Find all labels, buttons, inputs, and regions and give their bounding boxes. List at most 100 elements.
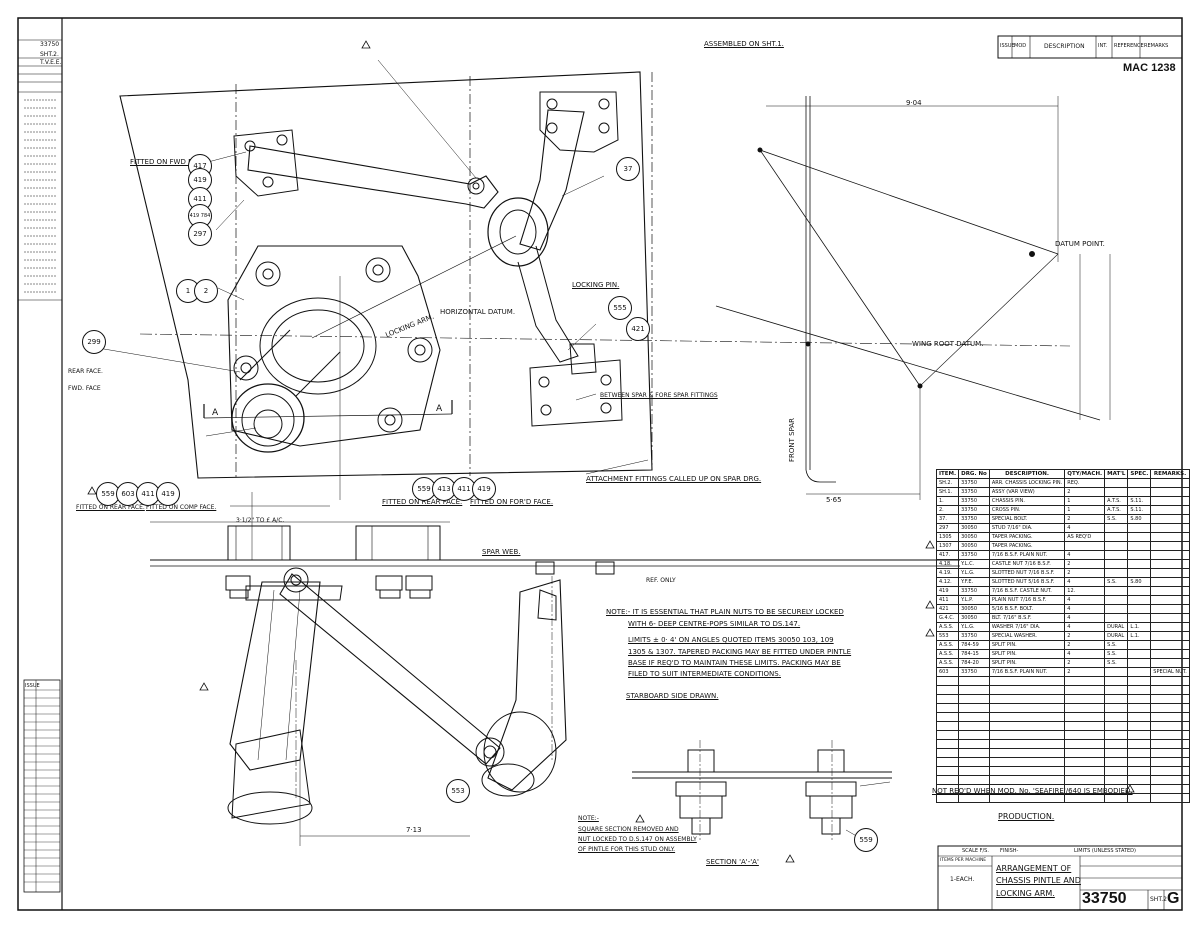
parts-cell: 421	[935, 604, 960, 614]
parts-cell: 4	[1064, 577, 1106, 587]
parts-cell: REQ.	[1064, 478, 1106, 488]
parts-cell-blank	[1104, 739, 1129, 749]
parts-cell-blank	[958, 730, 990, 740]
parts-cell: 30050	[958, 523, 990, 533]
balloon-297: 297	[188, 222, 212, 246]
tb-sheet: SHT.2	[1150, 896, 1167, 903]
parts-cell-blank	[988, 721, 1066, 731]
parts-cell	[1127, 550, 1152, 560]
parts-cell-blank	[988, 748, 1066, 758]
note-line-5: BASE IF REQ'D TO MAINTAIN THESE LIMITS. …	[628, 659, 841, 667]
parts-cell-blank	[1150, 712, 1190, 722]
parts-cell-blank	[1064, 748, 1106, 758]
parts-cell: 7/16 B.S.F. PLAIN NUT.	[988, 667, 1066, 677]
tb-scale: SCALE F/S.	[962, 848, 989, 854]
parts-cell-blank	[1104, 757, 1129, 767]
parts-cell: S.11.	[1127, 496, 1152, 506]
parts-row-blank	[935, 712, 1190, 722]
col-remarks: REMARKS.	[1150, 469, 1190, 479]
parts-cell: G.4.C.	[935, 613, 960, 623]
section-mark-right: A	[436, 404, 443, 414]
col-matl: MAT'L	[1104, 469, 1129, 479]
rev-col-issue: ISSUE	[1000, 43, 1015, 49]
callout-wing-root-datum: WING ROOT DATUM.	[912, 340, 984, 348]
rev-col-reference: REFERENCE	[1114, 43, 1144, 49]
parts-row-blank	[935, 694, 1190, 704]
parts-cell	[1127, 568, 1152, 578]
parts-cell-blank	[935, 694, 960, 704]
parts-cell: 2	[1064, 667, 1106, 677]
parts-cell-blank	[958, 784, 990, 794]
balloon-37: 37	[616, 157, 640, 181]
note2-line-2: NUT LOCKED TO D.S.147 ON ASSEMBLY	[578, 836, 697, 843]
parts-cell: 784-20	[958, 658, 990, 668]
parts-cell: S.S.	[1104, 658, 1129, 668]
parts-cell-blank	[988, 712, 1066, 722]
parts-cell: S.S.	[1104, 640, 1129, 650]
parts-cell-blank	[958, 757, 990, 767]
parts-cell-blank	[1127, 730, 1152, 740]
note-line-1: NOTE:- IT IS ESSENTIAL THAT PLAIN NUTS T…	[606, 608, 844, 616]
callout-rear-face: REAR FACE.	[68, 368, 103, 375]
parts-cell: S.S.	[1104, 577, 1129, 587]
parts-cell: 33750	[958, 487, 990, 497]
parts-cell	[1127, 649, 1152, 659]
parts-cell: CROSS PIN.	[988, 505, 1066, 515]
parts-cell: Y.F.E.	[958, 577, 990, 587]
parts-cell: 33750	[958, 667, 990, 677]
parts-cell-blank	[935, 748, 960, 758]
parts-cell: A.S.S.	[935, 658, 960, 668]
parts-cell-blank	[1127, 748, 1152, 758]
callout-front-spar: FRONT SPAR	[788, 417, 797, 463]
parts-cell: ASSY (VAR VIEW)	[988, 487, 1066, 497]
parts-cell-blank	[935, 757, 960, 767]
parts-cell-blank	[935, 676, 960, 686]
parts-cell-blank	[935, 712, 960, 722]
parts-cell-blank	[935, 721, 960, 731]
callout-spar-web: SPAR WEB.	[482, 548, 521, 556]
col-item: ITEM.	[935, 469, 960, 479]
parts-cell	[1104, 541, 1129, 551]
parts-cell-blank	[988, 793, 1066, 803]
parts-cell-blank	[1064, 685, 1106, 695]
parts-cell: SPECIAL BOLT.	[988, 514, 1066, 524]
parts-cell	[1150, 604, 1190, 614]
parts-cell	[1127, 532, 1152, 542]
parts-row: 4.19.Y.L.G.SLOTTED NUT 7/16 B.S.F.2	[935, 568, 1190, 578]
parts-cell-blank	[1104, 685, 1129, 695]
parts-cell: S.80	[1127, 577, 1152, 587]
parts-cell: CHASSIS PIN.	[988, 496, 1066, 506]
parts-cell	[1150, 586, 1190, 596]
parts-cell-blank	[988, 685, 1066, 695]
callout-fitted-fwd-face: FITTED ON FWD FACE.	[130, 158, 208, 166]
parts-cell	[1104, 478, 1129, 488]
parts-cell-blank	[1104, 721, 1129, 731]
parts-cell-blank	[1150, 739, 1190, 749]
parts-cell	[1150, 577, 1190, 587]
parts-cell	[1127, 478, 1152, 488]
parts-cell-blank	[958, 739, 990, 749]
parts-cell: SLOTTED NUT 7/16 B.S.F.	[988, 568, 1066, 578]
parts-cell: 411	[935, 595, 960, 605]
parts-cell: 33750	[958, 496, 990, 506]
parts-cell: DURAL	[1104, 622, 1129, 632]
parts-cell	[1127, 586, 1152, 596]
parts-cell: 2.	[935, 505, 960, 515]
parts-cell-blank	[1104, 775, 1129, 785]
dim-312: 3·1/2" TO £ A/C.	[236, 517, 285, 524]
parts-cell-blank	[1127, 784, 1152, 794]
parts-cell-blank	[1150, 766, 1190, 776]
parts-cell	[1104, 559, 1129, 569]
parts-cell-blank	[935, 739, 960, 749]
callout-fitted-rear-face-left: FITTED ON REAR FACE.	[76, 504, 145, 511]
parts-cell	[1150, 613, 1190, 623]
parts-cell: BLT. 7/16" B.S.F.	[988, 613, 1066, 623]
parts-row-blank	[935, 766, 1190, 776]
balloon-411-c: 411	[452, 477, 476, 501]
parts-cell	[1150, 514, 1190, 524]
parts-cell-blank	[1150, 748, 1190, 758]
